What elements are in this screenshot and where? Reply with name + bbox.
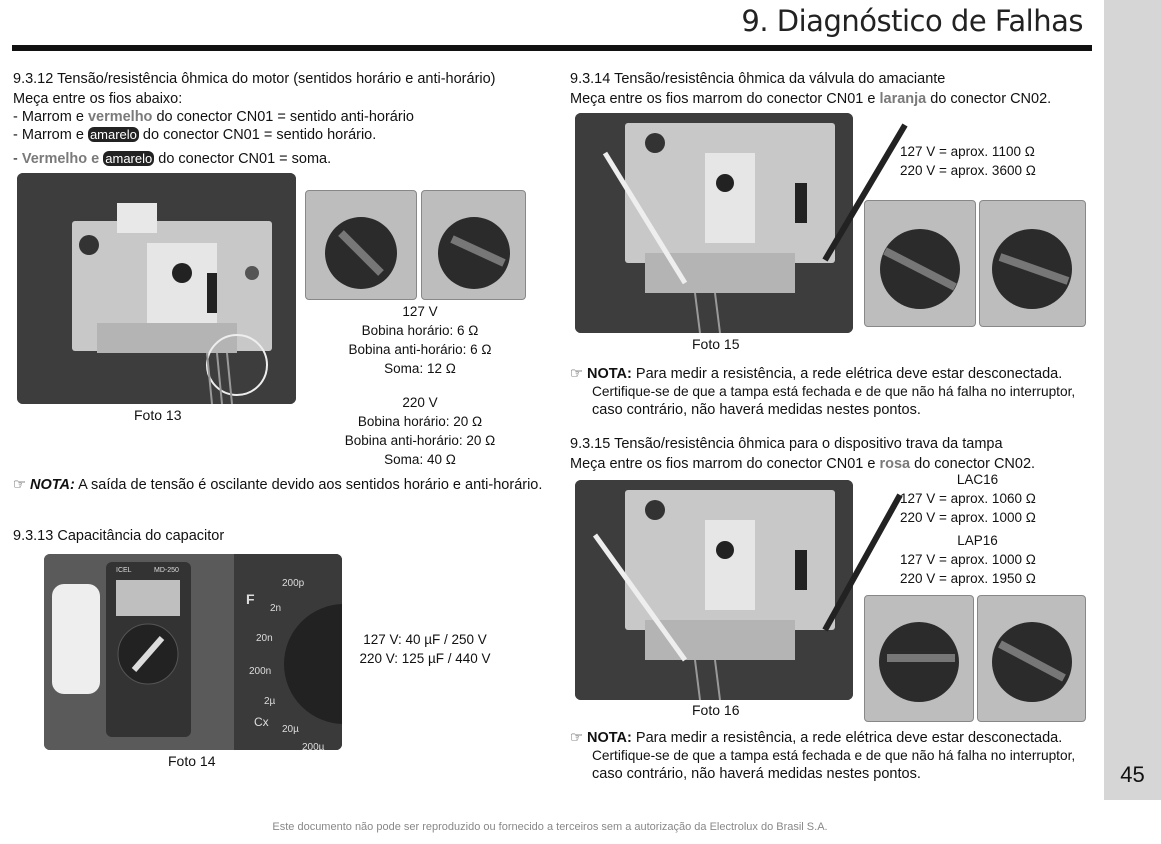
meter-brand: ICEL bbox=[116, 567, 132, 574]
section-9313-title: 9.3.13 Capacitância do capacitor bbox=[13, 528, 225, 544]
page-sidebar bbox=[1104, 0, 1161, 800]
photo-15 bbox=[575, 113, 853, 333]
circuit-board-probe-image bbox=[575, 113, 853, 333]
svg-text:20µ: 20µ bbox=[282, 724, 299, 735]
circuit-board-probe-image bbox=[575, 480, 853, 700]
probe-image-16 bbox=[822, 493, 903, 632]
multimeter-dial-13a bbox=[305, 190, 417, 300]
multimeter-dial-15a bbox=[864, 200, 976, 327]
photo-16 bbox=[575, 480, 853, 700]
note-9314: ☞ NOTA: Para medir a resistência, a rede… bbox=[570, 366, 1076, 418]
svg-text:200n: 200n bbox=[249, 666, 271, 677]
page-title: 9. Diagnóstico de Falhas bbox=[741, 4, 1083, 38]
pointing-hand-icon: ☞ bbox=[13, 477, 26, 493]
photo-13-caption: Foto 13 bbox=[134, 407, 182, 423]
photo-15-caption: Foto 15 bbox=[692, 336, 740, 352]
section-9312-title: 9.3.12 Tensão/resistência ôhmica do moto… bbox=[13, 71, 496, 87]
pointing-hand-icon: ☞ bbox=[570, 366, 583, 382]
svg-text:200p: 200p bbox=[282, 578, 305, 589]
section-9312-line3: - Vermelho e amarelo do conector CN01 = … bbox=[13, 151, 332, 167]
section-9315-title: 9.3.15 Tensão/resistência ôhmica para o … bbox=[570, 436, 1003, 452]
page-number: 45 bbox=[1120, 762, 1145, 787]
section-9315-intro: Meça entre os fios marrom do conector CN… bbox=[570, 456, 1036, 472]
values-9315: LAC16 127 V = aprox. 1060 Ω 220 V = apro… bbox=[900, 472, 1036, 586]
photo-16-caption: Foto 16 bbox=[692, 702, 740, 718]
photo-13 bbox=[17, 173, 296, 404]
note-9315: ☞ NOTA: Para medir a resistência, a rede… bbox=[570, 730, 1076, 782]
section-9314-title: 9.3.14 Tensão/resistência ôhmica da válv… bbox=[570, 71, 946, 87]
multimeter-dial-16a bbox=[864, 595, 974, 722]
probe-image-15 bbox=[822, 123, 908, 262]
svg-text:20n: 20n bbox=[256, 633, 273, 644]
note-9312: ☞ NOTA: A saída de tensão é oscilante de… bbox=[13, 477, 543, 493]
section-9314-intro: Meça entre os fios marrom do conector CN… bbox=[570, 91, 1052, 107]
meter-model: MD-250 bbox=[154, 567, 179, 574]
header-rule bbox=[12, 45, 1092, 51]
pointing-hand-icon: ☞ bbox=[570, 730, 583, 746]
svg-text:2n: 2n bbox=[270, 603, 281, 614]
photo-14-caption: Foto 14 bbox=[168, 753, 216, 769]
multimeter-dial-15b bbox=[979, 200, 1086, 327]
section-9312-line2: - Marrom e amarelo do conector CN01 = se… bbox=[13, 127, 377, 143]
section-9312-intro: Meça entre os fios abaixo: bbox=[13, 91, 183, 107]
svg-text:F: F bbox=[246, 591, 255, 607]
photo-14: ICEL MD-250 200p 2n 20n 200n 2µ 20µ 200µ… bbox=[44, 554, 342, 750]
svg-text:2µ: 2µ bbox=[264, 696, 276, 707]
multimeter-dial-16b bbox=[977, 595, 1086, 722]
svg-text:200µ: 200µ bbox=[302, 742, 325, 750]
section-9312-line1: - Marrom e vermelho do conector CN01 = s… bbox=[13, 109, 414, 125]
svg-text:Cx: Cx bbox=[254, 715, 269, 729]
footer-disclaimer: Este documento não pode ser reproduzido … bbox=[272, 821, 828, 833]
capacitor-multimeter-image: ICEL MD-250 200p 2n 20n 200n 2µ 20µ 200µ… bbox=[44, 554, 342, 750]
multimeter-dial-13b bbox=[421, 190, 526, 300]
circuit-board-image bbox=[17, 173, 296, 404]
